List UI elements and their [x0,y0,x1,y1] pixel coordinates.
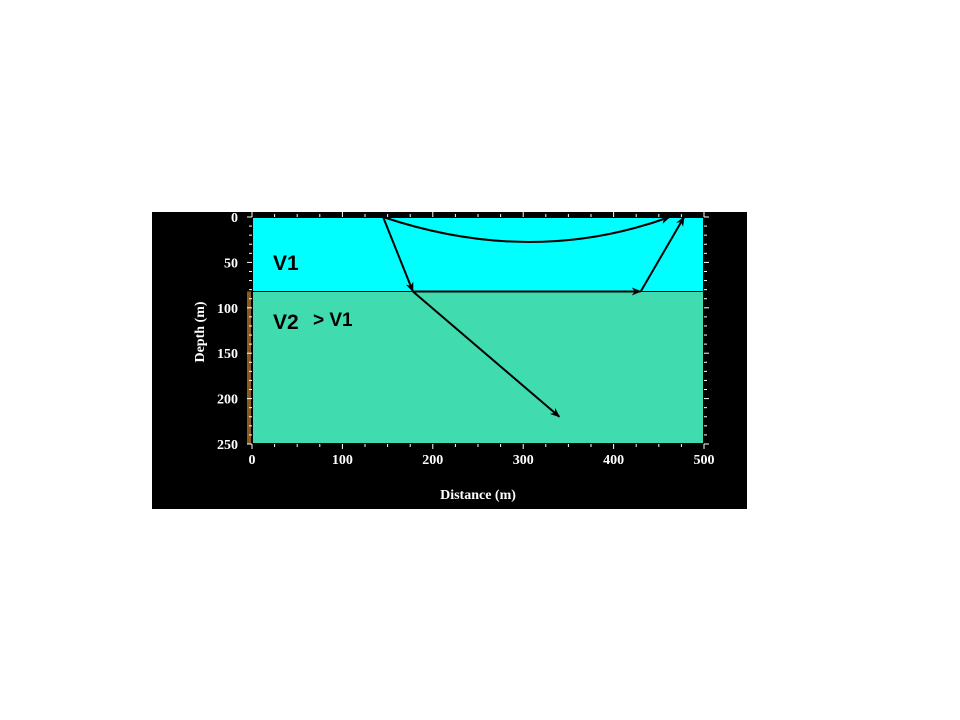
y-tick-label: 50 [224,256,238,271]
refracted-down-ray [382,216,414,293]
seismic-refraction-figure: 0 100 200 300 400 500 0 50 100 150 200 2… [152,212,747,509]
x-axis-tick-labels: 0 100 200 300 400 500 [249,453,715,468]
direct-wave-ray [382,216,671,243]
transmitted-ray [412,290,561,418]
velocity-comparison-label: > V1 [313,310,353,331]
layer-2-velocity-label: V2 [273,311,299,334]
y-axis-tick-marks [247,216,709,445]
layer-1-velocity-label: V1 [273,252,299,275]
y-tick-label: 250 [217,438,238,453]
y-tick-label: 0 [231,212,238,226]
x-axis-tick-marks [251,212,705,449]
y-tick-label: 100 [217,302,238,317]
x-tick-label: 400 [603,453,624,468]
x-tick-label: 500 [694,453,715,468]
x-tick-label: 100 [332,453,353,468]
y-axis-tick-labels: 0 50 100 150 200 250 [217,212,238,453]
seismic-layer-diagram: 0 100 200 300 400 500 0 50 100 150 200 2… [193,212,715,503]
left-boundary-strip [247,291,252,444]
x-axis-title: Distance (m) [440,488,516,503]
y-tick-label: 150 [217,347,238,362]
y-tick-label: 200 [217,393,238,408]
x-tick-label: 300 [513,453,534,468]
y-axis-title: Depth (m) [193,301,208,362]
refracted-up-ray [639,216,685,292]
x-tick-label: 0 [249,453,256,468]
layer-2-region [252,291,704,444]
x-tick-label: 200 [422,453,443,468]
